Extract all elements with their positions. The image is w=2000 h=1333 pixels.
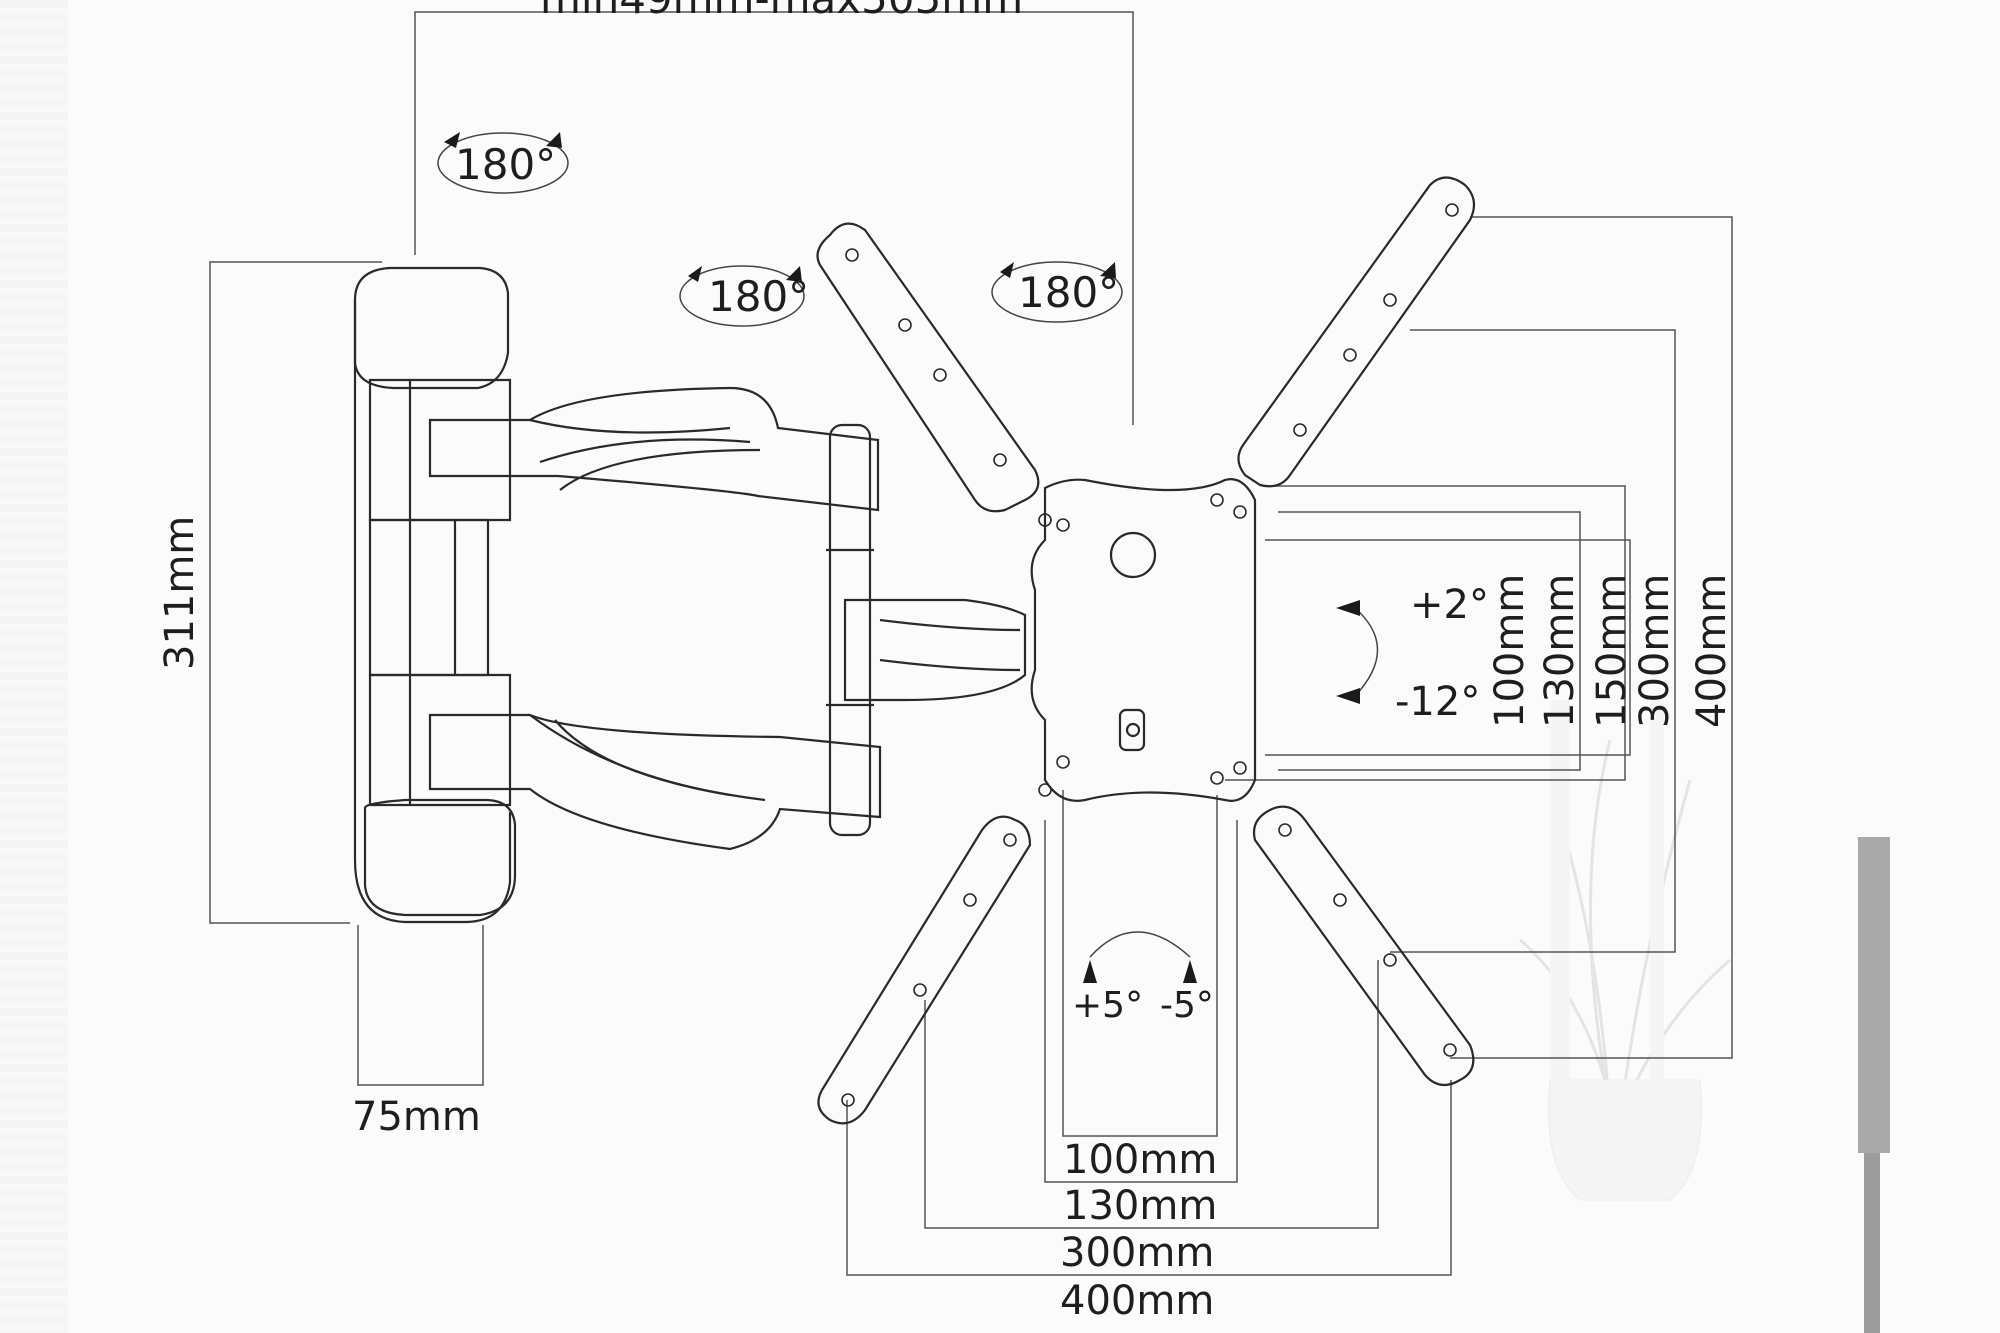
arm-bottom-left bbox=[817, 815, 1032, 1125]
background-plant-illustration bbox=[1519, 700, 1731, 1201]
vesa-vertical-400: 400mm bbox=[1689, 573, 1735, 728]
rotation-ellipse-arm bbox=[679, 265, 805, 327]
wall-plate-width-label: 75mm bbox=[352, 1094, 481, 1140]
arm-top-left bbox=[816, 222, 1040, 513]
lower-arm bbox=[428, 713, 882, 851]
head-plate bbox=[1030, 478, 1257, 802]
rotation-ellipse-head bbox=[991, 261, 1123, 323]
decorative-bar-lower bbox=[1864, 1153, 1880, 1333]
level-left-label: +5° bbox=[1072, 985, 1144, 1026]
vesa-vertical-150: 150mm bbox=[1589, 573, 1635, 728]
extension-range-label: min49mm-max505mm bbox=[540, 0, 1023, 20]
wall-plate-height-label: 311mm bbox=[157, 515, 203, 670]
arm-top-right bbox=[1237, 176, 1476, 488]
center-hole bbox=[1109, 531, 1157, 579]
wall-swivel-label: 180° bbox=[455, 140, 557, 189]
vesa-horizontal-400: 400mm bbox=[1060, 1278, 1215, 1324]
vesa-horizontal-300: 300mm bbox=[1060, 1230, 1215, 1276]
tilt-down-label: -12° bbox=[1395, 679, 1481, 725]
vesa-vertical-300: 300mm bbox=[1632, 573, 1678, 728]
vesa-horizontal-130: 130mm bbox=[1063, 1183, 1218, 1229]
vesa-vertical-100: 100mm bbox=[1487, 573, 1533, 728]
upper-arm bbox=[428, 386, 880, 512]
rotation-ellipse-wall bbox=[437, 132, 569, 194]
tilt-arc bbox=[1354, 607, 1379, 697]
rotation-arrows bbox=[437, 132, 1379, 958]
tilt-up-label: +2° bbox=[1410, 582, 1489, 628]
dimension-lines bbox=[209, 11, 1733, 1276]
wall-plate bbox=[353, 266, 510, 390]
arm-swivel-label: 180° bbox=[708, 272, 810, 321]
level-right-label: -5° bbox=[1160, 985, 1214, 1026]
decorative-bar bbox=[1858, 837, 1890, 1153]
mount-outline bbox=[353, 266, 1027, 924]
vesa-horizontal-100: 100mm bbox=[1063, 1137, 1218, 1183]
head-swivel-label: 180° bbox=[1018, 268, 1120, 317]
arm-bottom-right bbox=[1252, 805, 1475, 1087]
level-arc bbox=[1089, 931, 1191, 958]
hinge-post bbox=[828, 423, 872, 837]
vesa-vertical-130: 130mm bbox=[1537, 573, 1583, 728]
vesa-bracket bbox=[816, 176, 1476, 1125]
arrow-heads bbox=[444, 132, 1360, 983]
page-edge-texture bbox=[0, 0, 68, 1333]
